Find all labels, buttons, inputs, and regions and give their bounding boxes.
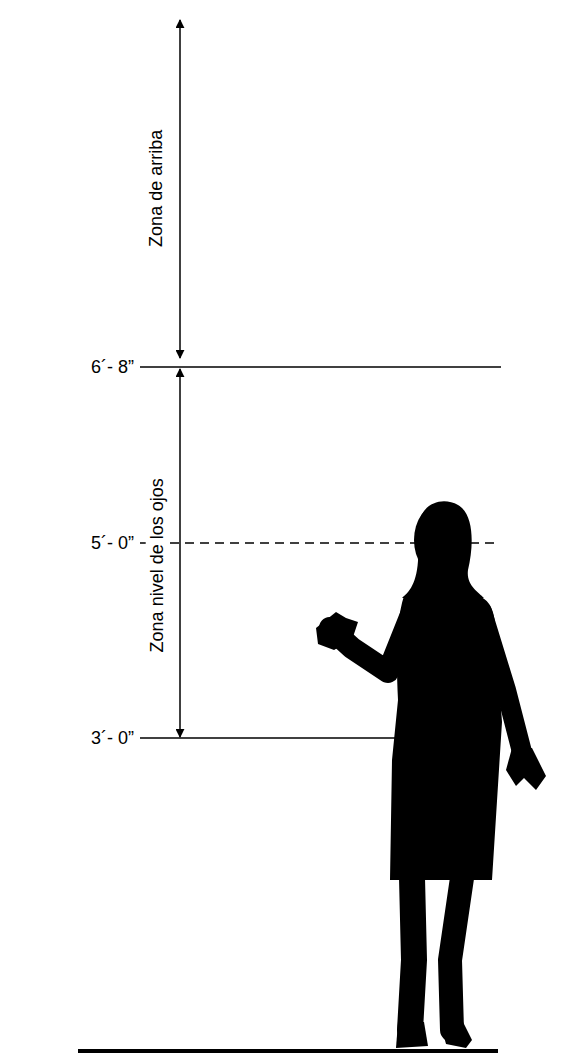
dimension-arrow xyxy=(179,369,181,737)
dimension-label: 3´- 0” xyxy=(91,728,134,749)
dimension-label: 5´- 0” xyxy=(91,533,134,554)
floor-line xyxy=(78,1049,498,1053)
zone-label: Zona de arriba xyxy=(146,125,169,250)
dimension-label: 6´- 8” xyxy=(91,357,134,378)
zone-label: Zona nivel de los ojos xyxy=(146,474,169,656)
dimension-arrow xyxy=(179,20,181,358)
level-line xyxy=(140,366,501,368)
woman-silhouette xyxy=(316,501,546,1048)
